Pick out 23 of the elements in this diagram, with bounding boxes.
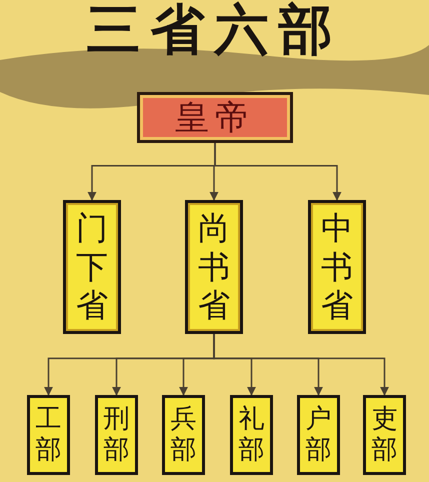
department-box bbox=[95, 395, 138, 475]
connector-arrow bbox=[214, 143, 342, 201]
department-box bbox=[363, 395, 406, 475]
node-label: 尚书省 bbox=[198, 209, 230, 325]
node-label: 刑部 bbox=[104, 404, 130, 466]
department-box bbox=[185, 200, 243, 334]
department-box bbox=[63, 200, 121, 334]
node-label: 工部 bbox=[36, 404, 62, 466]
node-label: 户部 bbox=[306, 404, 332, 466]
department-box bbox=[230, 395, 273, 475]
node-label: 吏部 bbox=[372, 404, 398, 466]
department-box bbox=[308, 200, 366, 334]
department-box bbox=[297, 395, 340, 475]
node-label: 门下省 bbox=[76, 209, 108, 325]
connector-arrow bbox=[213, 334, 389, 396]
title: 三省六部 bbox=[86, 0, 344, 63]
department-box bbox=[27, 395, 70, 475]
node-label: 中书省 bbox=[321, 209, 353, 325]
title-box bbox=[137, 92, 293, 143]
node-label: 兵部 bbox=[170, 404, 196, 466]
node-label: 礼部 bbox=[238, 404, 264, 466]
department-box bbox=[162, 395, 205, 475]
node-label: 皇帝 bbox=[175, 96, 255, 140]
